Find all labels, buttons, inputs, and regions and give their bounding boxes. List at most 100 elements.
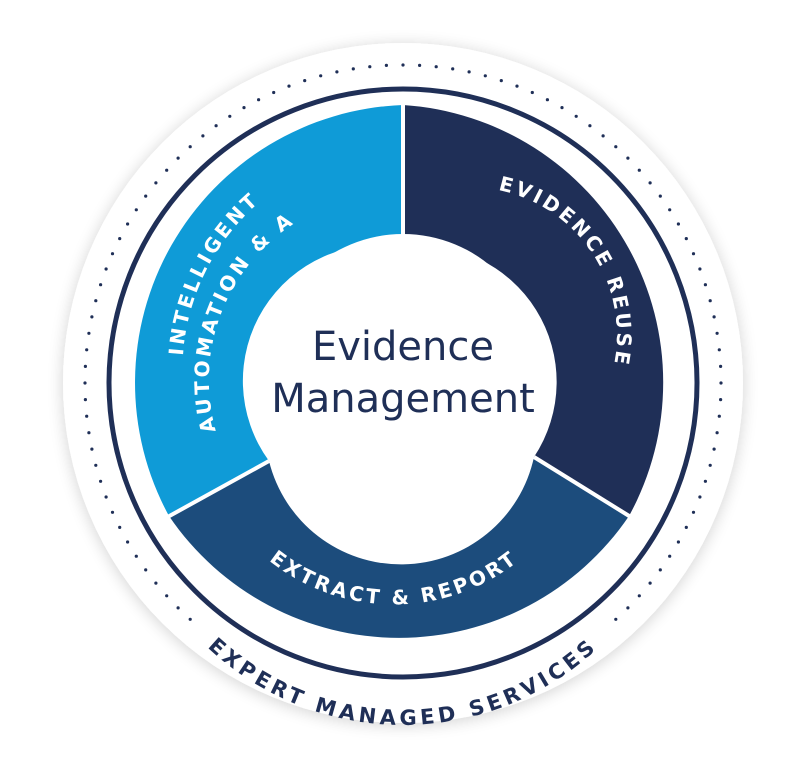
ring-dot bbox=[715, 331, 719, 335]
ring-dot bbox=[104, 495, 108, 499]
ring-dot bbox=[90, 315, 94, 319]
ring-dot bbox=[601, 134, 605, 138]
ring-dot bbox=[384, 63, 388, 67]
ring-dot bbox=[668, 554, 672, 558]
ring-dot bbox=[719, 381, 723, 385]
ring-dot bbox=[214, 124, 218, 128]
ring-dot bbox=[287, 84, 291, 88]
segment-extract-report bbox=[169, 457, 629, 638]
ring-dot bbox=[110, 252, 115, 256]
ring-dot bbox=[560, 106, 564, 110]
ring-dot bbox=[165, 168, 169, 172]
dotted-ring bbox=[83, 63, 723, 621]
solid-ring bbox=[106, 86, 700, 680]
ring-dot bbox=[515, 84, 519, 88]
ring-dot bbox=[684, 237, 688, 241]
ring-dot bbox=[703, 283, 708, 287]
ring-dot bbox=[658, 194, 662, 198]
center-title-line2: Management bbox=[271, 376, 535, 422]
ring-dot bbox=[684, 525, 688, 530]
ring-dot bbox=[712, 315, 716, 319]
ring-dot bbox=[94, 299, 98, 303]
ring-dot bbox=[668, 208, 672, 212]
divider-left bbox=[163, 459, 270, 521]
ring-dot bbox=[351, 67, 355, 71]
ring-dot bbox=[418, 63, 422, 67]
ring-dot bbox=[368, 65, 372, 69]
ring-dot bbox=[335, 70, 339, 74]
ring-dot bbox=[708, 299, 712, 303]
ring-dot bbox=[698, 495, 702, 499]
ring-dot bbox=[637, 594, 641, 598]
ring-dot bbox=[188, 617, 192, 621]
ring-dot bbox=[176, 156, 180, 160]
ring-dot bbox=[118, 525, 122, 530]
divider-right bbox=[532, 455, 636, 521]
ring-dot bbox=[717, 348, 721, 352]
ring-dot bbox=[87, 431, 91, 435]
ring-dot bbox=[614, 145, 618, 149]
ring-dot bbox=[499, 79, 503, 83]
ring-dot bbox=[712, 447, 716, 451]
ring-dot bbox=[691, 252, 696, 256]
ring-dot bbox=[637, 168, 641, 172]
ring-dot bbox=[144, 194, 148, 198]
ring-dot bbox=[698, 267, 702, 271]
ring-dot bbox=[717, 414, 721, 418]
ring-dot bbox=[434, 65, 438, 69]
ring-dot bbox=[201, 134, 205, 138]
ring-dot bbox=[614, 617, 618, 621]
ring-dot bbox=[483, 74, 487, 78]
ring-dot bbox=[144, 568, 148, 572]
ring-dot bbox=[303, 79, 307, 83]
center-circle bbox=[267, 234, 539, 506]
ring-dot bbox=[626, 156, 630, 160]
ring-dot bbox=[83, 381, 87, 385]
ring-dot bbox=[110, 510, 115, 514]
ring-dot bbox=[126, 222, 130, 226]
ring-dot bbox=[676, 540, 681, 544]
ring-dot bbox=[708, 463, 712, 467]
ring-dot bbox=[154, 181, 158, 185]
ring-dot bbox=[87, 331, 91, 335]
ring-dot bbox=[188, 145, 192, 149]
ring-dot bbox=[545, 98, 550, 102]
ring-dot bbox=[165, 594, 169, 598]
ring-dot bbox=[90, 447, 94, 451]
ring-dot bbox=[99, 283, 103, 287]
ring-dot bbox=[574, 114, 578, 118]
ring-dot bbox=[118, 237, 122, 241]
ring-dot bbox=[85, 348, 89, 352]
ring-dot bbox=[154, 581, 158, 585]
ring-dot bbox=[176, 606, 180, 610]
ring-dot bbox=[626, 606, 630, 610]
ring-dot bbox=[719, 364, 723, 368]
ring-dot bbox=[134, 554, 138, 558]
ring-dot bbox=[530, 90, 534, 95]
ring-dot bbox=[719, 398, 723, 402]
ring-dot bbox=[676, 222, 681, 226]
center-title-line1: Evidence bbox=[312, 324, 494, 370]
ring-dot bbox=[467, 70, 471, 74]
segment-intelligent-automation bbox=[135, 105, 403, 516]
ring-dot bbox=[648, 181, 652, 185]
ring-dot bbox=[691, 510, 696, 514]
ring-dot bbox=[242, 106, 246, 110]
ring-dot bbox=[228, 114, 232, 118]
ring-dot bbox=[83, 398, 87, 402]
ring-dot bbox=[648, 581, 652, 585]
ring-dot bbox=[401, 63, 405, 67]
ring-dot bbox=[257, 98, 261, 102]
ring-dot bbox=[83, 364, 87, 368]
ring-dot bbox=[658, 568, 662, 572]
ring-dot bbox=[94, 463, 98, 467]
ring-dot bbox=[715, 431, 719, 435]
ring-dot bbox=[319, 74, 323, 78]
segment-evidence-reuse bbox=[403, 105, 664, 516]
ring-dot bbox=[85, 414, 89, 418]
ring-dot bbox=[104, 267, 108, 271]
ring-dot bbox=[99, 479, 103, 483]
ring-dot bbox=[703, 479, 708, 483]
ring-dot bbox=[588, 124, 592, 128]
